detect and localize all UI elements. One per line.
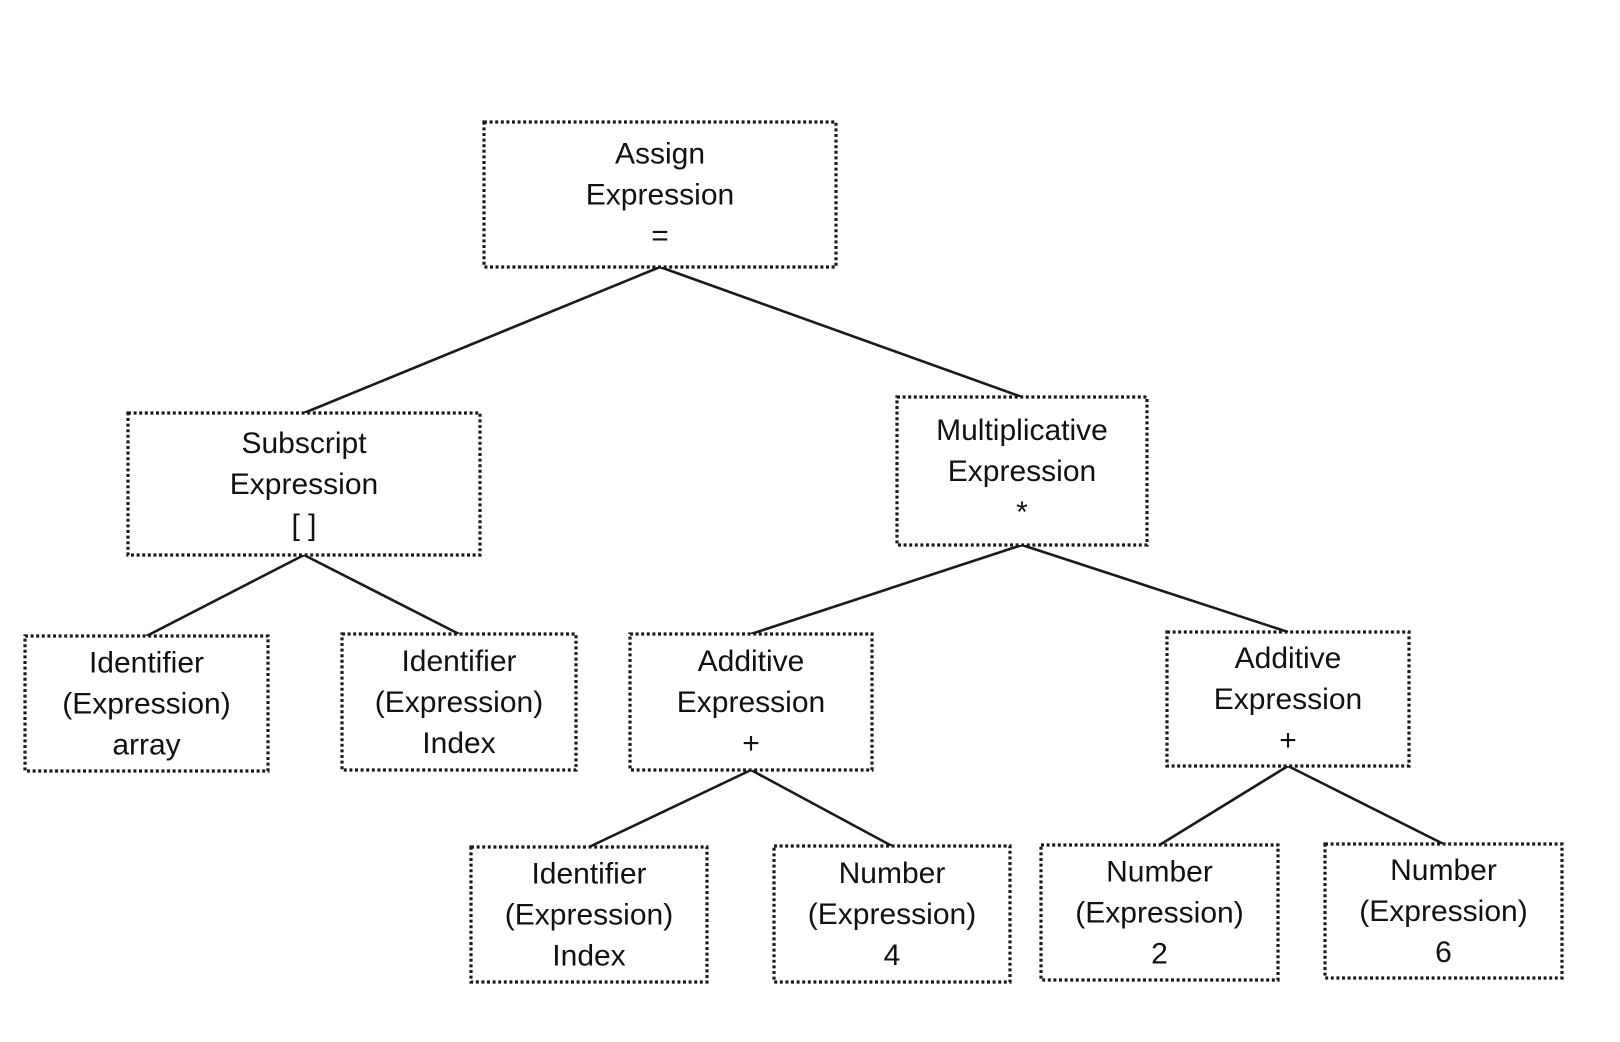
node-label-line: Number	[1106, 856, 1213, 889]
node-box	[772, 844, 1012, 984]
node-label-line: Expression	[230, 468, 378, 501]
node-label-line: array	[112, 729, 180, 762]
edge-subscript-to-ident-index-1	[303, 553, 460, 636]
node-box	[1039, 843, 1280, 982]
node-label-line: (Expression)	[375, 686, 543, 719]
edge-multiplicative-to-additive-1	[750, 543, 1023, 636]
node-label-line: Additive	[698, 645, 805, 678]
node-ident-index-1: Identifier (Expression) Index	[340, 632, 578, 772]
node-label-line: Number	[1390, 854, 1497, 887]
node-label-line: Index	[422, 727, 495, 760]
node-box	[126, 411, 482, 557]
edge-additive-2-to-number-2	[1158, 764, 1289, 847]
node-label-line: Index	[552, 940, 625, 973]
node-label-line: Identifier	[531, 858, 646, 891]
node-box	[23, 634, 270, 773]
edge-assign-to-multiplicative	[659, 265, 1023, 399]
edge-additive-1-to-ident-index-2	[588, 768, 752, 849]
node-label-line: +	[1279, 724, 1297, 757]
node-label-line: Identifier	[401, 645, 516, 678]
node-box	[628, 632, 874, 772]
node-number-4: Number (Expression) 4	[772, 844, 1012, 984]
node-label-line: (Expression)	[1359, 895, 1527, 928]
node-number-2: Number (Expression) 2	[1039, 843, 1280, 982]
node-ident-index-2: Identifier (Expression) Index	[469, 845, 709, 984]
node-box	[469, 845, 709, 984]
node-label-line: (Expression)	[62, 688, 230, 721]
edge-multiplicative-to-additive-2	[1021, 543, 1289, 634]
node-label-line: Expression	[586, 179, 734, 212]
node-box	[1323, 842, 1564, 980]
node-label-line: 4	[884, 939, 901, 972]
node-label-line: Subscript	[241, 427, 367, 460]
node-label-line: +	[742, 727, 760, 760]
node-label-line: Assign	[615, 138, 705, 171]
edge-additive-2-to-number-6	[1287, 764, 1445, 846]
tree-edges	[145, 265, 1445, 849]
node-label-line: Expression	[948, 455, 1096, 488]
node-box	[340, 632, 578, 772]
node-box	[482, 120, 838, 269]
edge-additive-1-to-number-4	[750, 768, 893, 848]
node-label-line: Multiplicative	[936, 414, 1108, 447]
edge-subscript-to-ident-array	[145, 553, 305, 638]
node-label-line: 2	[1151, 938, 1168, 971]
edge-assign-to-subscript	[303, 265, 661, 415]
node-label-line: Additive	[1235, 642, 1342, 675]
node-box	[1165, 630, 1411, 768]
node-label-line: Expression	[677, 686, 825, 719]
node-label-line: (Expression)	[1075, 897, 1243, 930]
node-label-line: [ ]	[291, 509, 316, 542]
node-label-line: (Expression)	[808, 898, 976, 931]
node-label-line: =	[651, 220, 669, 253]
node-label-line: Number	[839, 857, 946, 890]
node-label-line: *	[1016, 496, 1028, 529]
node-box	[895, 395, 1149, 547]
node-label-line: Expression	[1214, 683, 1362, 716]
node-label-line: Identifier	[89, 647, 204, 680]
node-label-line: (Expression)	[505, 899, 673, 932]
node-number-6: Number (Expression) 6	[1323, 842, 1564, 980]
node-label-line: 6	[1435, 936, 1452, 969]
node-ident-array: Identifier (Expression) array	[23, 634, 270, 773]
